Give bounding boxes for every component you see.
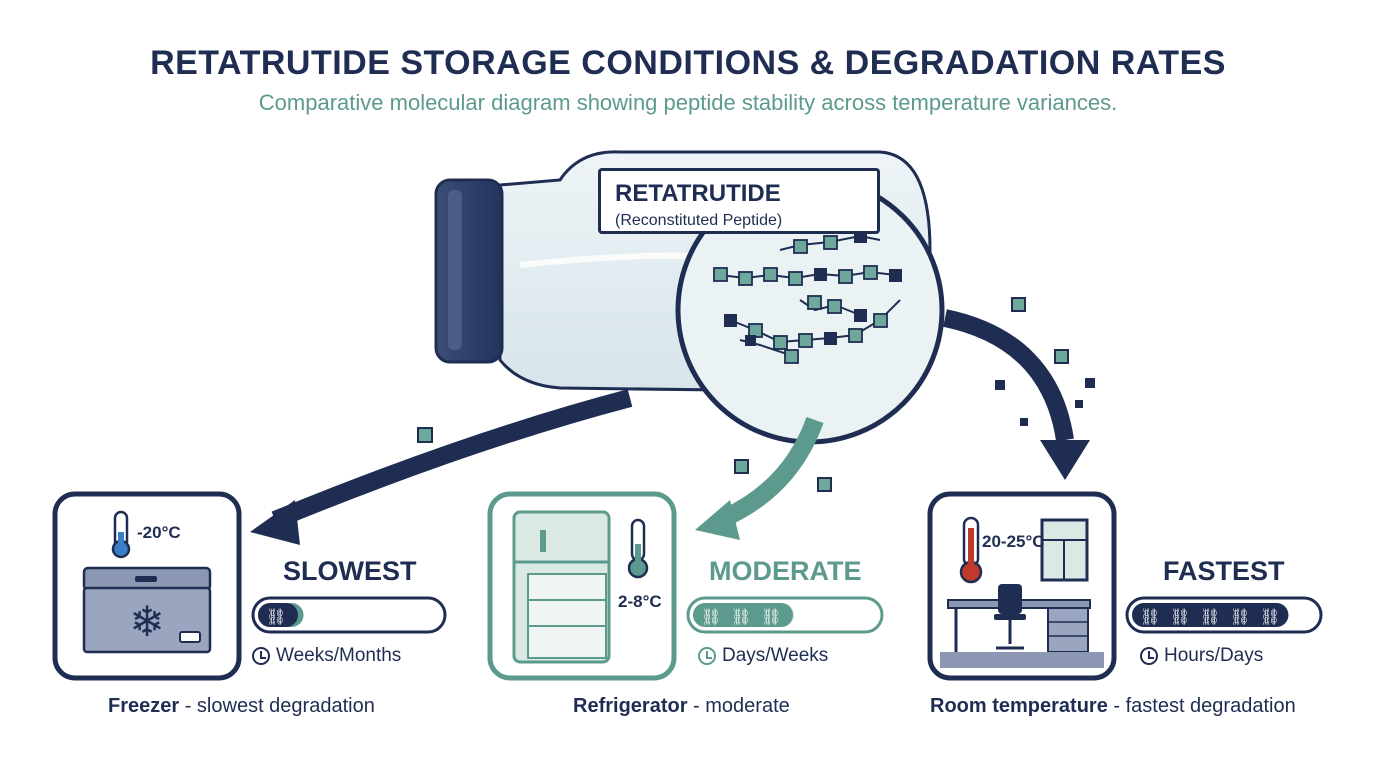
broken-link-icon: ⛓ — [701, 607, 721, 626]
broken-link-icon: ⛓ — [761, 607, 781, 626]
room-caption-bold: Room temperature — [930, 695, 1108, 717]
refrigerator-caption: Refrigerator - moderate — [573, 695, 790, 718]
rate-bar-freezer — [251, 596, 447, 634]
window-icon — [1040, 518, 1089, 582]
broken-link-icon: ⛓ — [1140, 607, 1160, 626]
freezer-caption-rest: - slowest degradation — [179, 695, 375, 717]
vial-label-sub: (Reconstituted Peptide) — [615, 212, 783, 229]
page-subtitle: Comparative molecular diagram showing pe… — [258, 90, 1118, 115]
broken-link-icon: ⛓ — [266, 607, 286, 626]
refrigerator-duration-text: Days/Weeks — [722, 645, 829, 666]
refrigerator-icon — [512, 510, 611, 664]
refrigerator-temp: 2-8°C — [618, 592, 662, 611]
freezer-duration: Weeks/Months — [252, 645, 401, 667]
rate-bar-broken-segment — [258, 603, 298, 627]
thermometer-icon — [111, 510, 131, 559]
broken-link-icon: ⛓ — [1200, 607, 1220, 626]
broken-link-icon: ⛓ — [731, 607, 751, 626]
svg-text:❄: ❄ — [129, 597, 164, 646]
vial-label-name: RETATRUTIDE — [615, 180, 781, 207]
rate-bar-room — [1125, 596, 1323, 634]
refrigerator-caption-rest: - moderate — [687, 695, 790, 717]
desk-icon — [940, 584, 1104, 668]
broken-link-icon: ⛓ — [1230, 607, 1250, 626]
freezer-panel: ❄ — [52, 491, 242, 681]
arrow-to-freezer — [250, 389, 633, 545]
rate-bar-broken-segment — [693, 603, 793, 627]
clock-icon — [1140, 647, 1158, 665]
freezer-temp: -20°C — [137, 523, 181, 542]
thermometer-icon — [627, 518, 649, 579]
freezer-duration-text: Weeks/Months — [276, 645, 402, 666]
clock-icon — [252, 647, 270, 665]
refrigerator-caption-bold: Refrigerator — [573, 695, 688, 717]
broken-chain-icons: ⛓ ⛓ ⛓ ⛓ ⛓ ⛓ ⛓ ⛓ ⛓ — [266, 607, 1280, 626]
chest-freezer-icon: ❄ — [82, 566, 212, 654]
refrigerator-panel — [487, 491, 677, 681]
room-caption-rest: - fastest degradation — [1107, 695, 1296, 717]
room-panel — [927, 491, 1117, 681]
room-caption: Room temperature - fastest degradation — [930, 695, 1296, 718]
broken-link-icon: ⛓ — [1260, 607, 1280, 626]
magnifier — [675, 175, 945, 445]
freezer-caption: Freezer - slowest degradation — [108, 695, 375, 718]
vial-cap — [434, 178, 504, 364]
clock-icon — [698, 647, 716, 665]
vial-label: RETATRUTIDE (Reconstituted Peptide) — [598, 168, 880, 234]
refrigerator-rate-title: MODERATE — [709, 556, 862, 586]
refrigerator-duration: Days/Weeks — [698, 645, 828, 667]
rate-bar-broken-segment — [1132, 603, 1289, 627]
rate-bar-refrigerator — [686, 596, 884, 634]
room-duration: Hours/Days — [1140, 645, 1263, 667]
page-title: RETATRUTIDE STORAGE CONDITIONS & DEGRADA… — [150, 44, 1226, 82]
freezer-caption-bold: Freezer — [108, 695, 180, 717]
arrow-to-room — [943, 297, 1095, 480]
thermometer-icon — [959, 516, 983, 584]
freezer-rate-title: SLOWEST — [283, 556, 417, 586]
arrow-to-refrigerator — [695, 416, 832, 540]
room-duration-text: Hours/Days — [1164, 645, 1264, 666]
broken-link-icon: ⛓ — [1170, 607, 1190, 626]
room-rate-title: FASTEST — [1163, 556, 1285, 586]
room-temp: 20-25°C — [982, 532, 1045, 551]
